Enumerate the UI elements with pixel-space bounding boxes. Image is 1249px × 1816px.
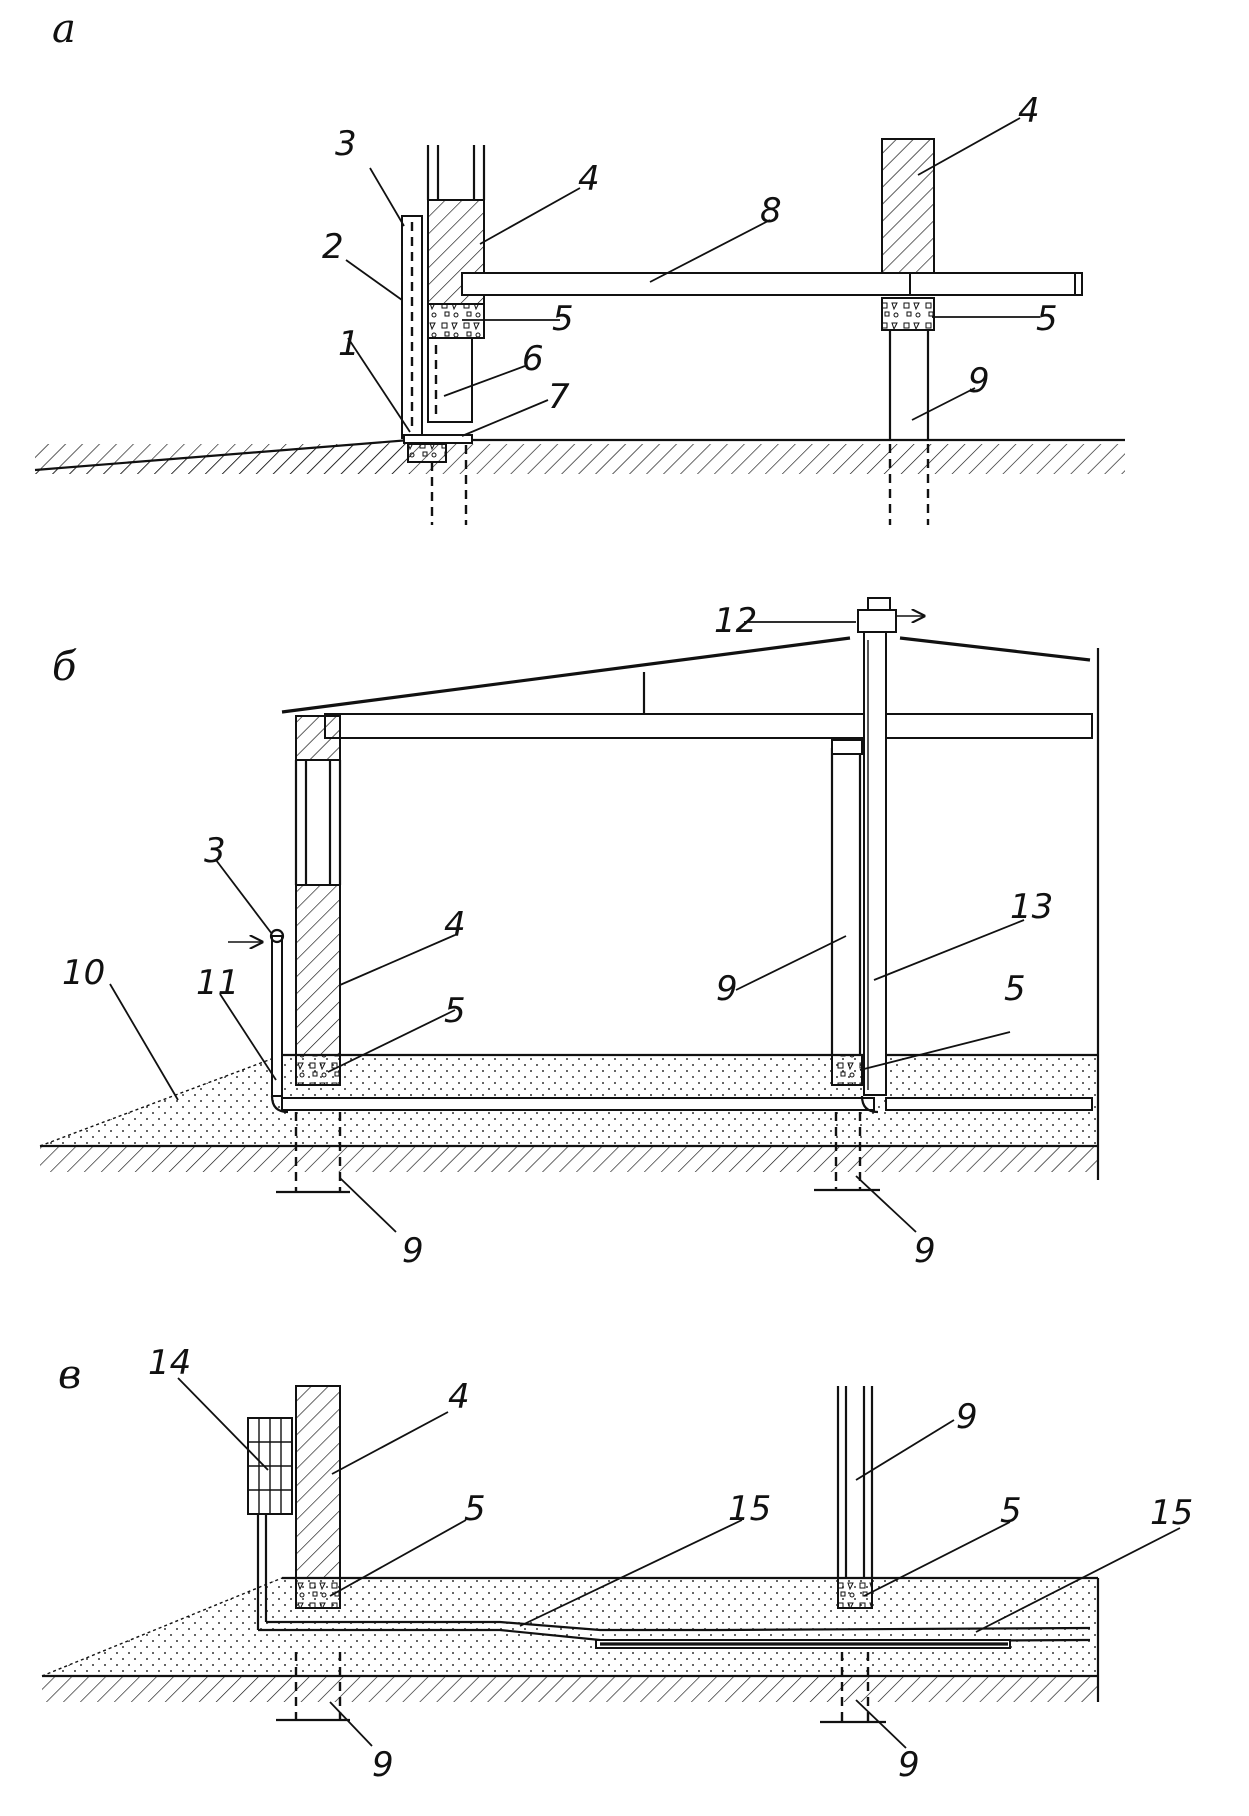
callout-5-v-right: 5 <box>1000 1491 1022 1531</box>
callout-15-v-right: 15 <box>1150 1493 1193 1533</box>
brick-wall-left-b <box>295 884 341 1056</box>
air-riser-b <box>271 935 283 1097</box>
callout-9-v-right: 9 <box>898 1745 920 1785</box>
brick-wall-left-v <box>295 1385 341 1579</box>
callout-14-v: 14 <box>148 1343 191 1383</box>
underfloor-duct-b <box>281 1097 875 1111</box>
callout-5-b-left: 5 <box>444 991 466 1031</box>
callout-5-v-left: 5 <box>464 1489 486 1529</box>
deflector-b <box>857 609 897 633</box>
panel-v: в <box>41 1343 1193 1785</box>
callout-11-b: 11 <box>196 963 239 1003</box>
callout-5-b-right: 5 <box>1004 969 1026 1009</box>
callout-3-a: 3 <box>335 124 357 164</box>
callout-9-b-column: 9 <box>716 969 738 1009</box>
ground-a <box>34 430 1125 474</box>
ceiling-slab-b <box>324 713 866 739</box>
callout-4-a-left: 4 <box>578 159 600 199</box>
concrete-block-left-v <box>295 1577 341 1609</box>
callout-7-a: 7 <box>548 377 570 417</box>
footing-block-a <box>407 443 447 463</box>
callout-9-a: 9 <box>968 361 990 401</box>
callout-2-a: 2 <box>322 227 344 267</box>
panel-a: а <box>34 6 1125 525</box>
callout-9-v-column: 9 <box>956 1397 978 1437</box>
callout-9-b-right: 9 <box>914 1231 936 1271</box>
panel-v-label: в <box>58 1352 81 1398</box>
heat-panel-base-a <box>403 434 473 444</box>
callout-5-a-right: 5 <box>1036 299 1058 339</box>
roof-left <box>281 636 851 714</box>
foundation-left-a <box>427 337 473 423</box>
callout-6-a: 6 <box>522 339 544 379</box>
callout-9-b-left: 9 <box>402 1231 424 1271</box>
concrete-block-left-a <box>427 303 485 339</box>
callout-15-v-left: 15 <box>728 1489 771 1529</box>
wall-top-b <box>295 715 341 761</box>
leaders-a <box>345 117 1040 437</box>
callout-13-b: 13 <box>1010 887 1053 927</box>
concrete-block-right-a <box>881 297 935 331</box>
callout-12-b: 12 <box>714 601 757 641</box>
callout-4-b: 4 <box>444 905 466 945</box>
concrete-block-left-b <box>295 1054 341 1086</box>
leaders-b <box>109 621 1025 1233</box>
callout-5-a-left: 5 <box>552 299 574 339</box>
callout-9-v-left: 9 <box>372 1745 394 1785</box>
callout-8-a: 8 <box>760 191 782 231</box>
callout-10-b: 10 <box>62 953 105 993</box>
leaders-v <box>177 1377 1181 1749</box>
concrete-block-right-v <box>837 1577 873 1609</box>
roof-right <box>899 636 1091 662</box>
callout-1-a: 1 <box>338 324 360 364</box>
panel-b: б <box>39 597 1100 1271</box>
callout-4-v: 4 <box>448 1377 470 1417</box>
concrete-block-right-b <box>831 1054 863 1086</box>
callout-3-b: 3 <box>204 831 226 871</box>
panel-b-label: б <box>52 644 77 690</box>
panel-a-label: а <box>52 6 76 52</box>
brick-wall-right-a <box>881 138 935 274</box>
callout-4-a-right: 4 <box>1018 91 1040 131</box>
